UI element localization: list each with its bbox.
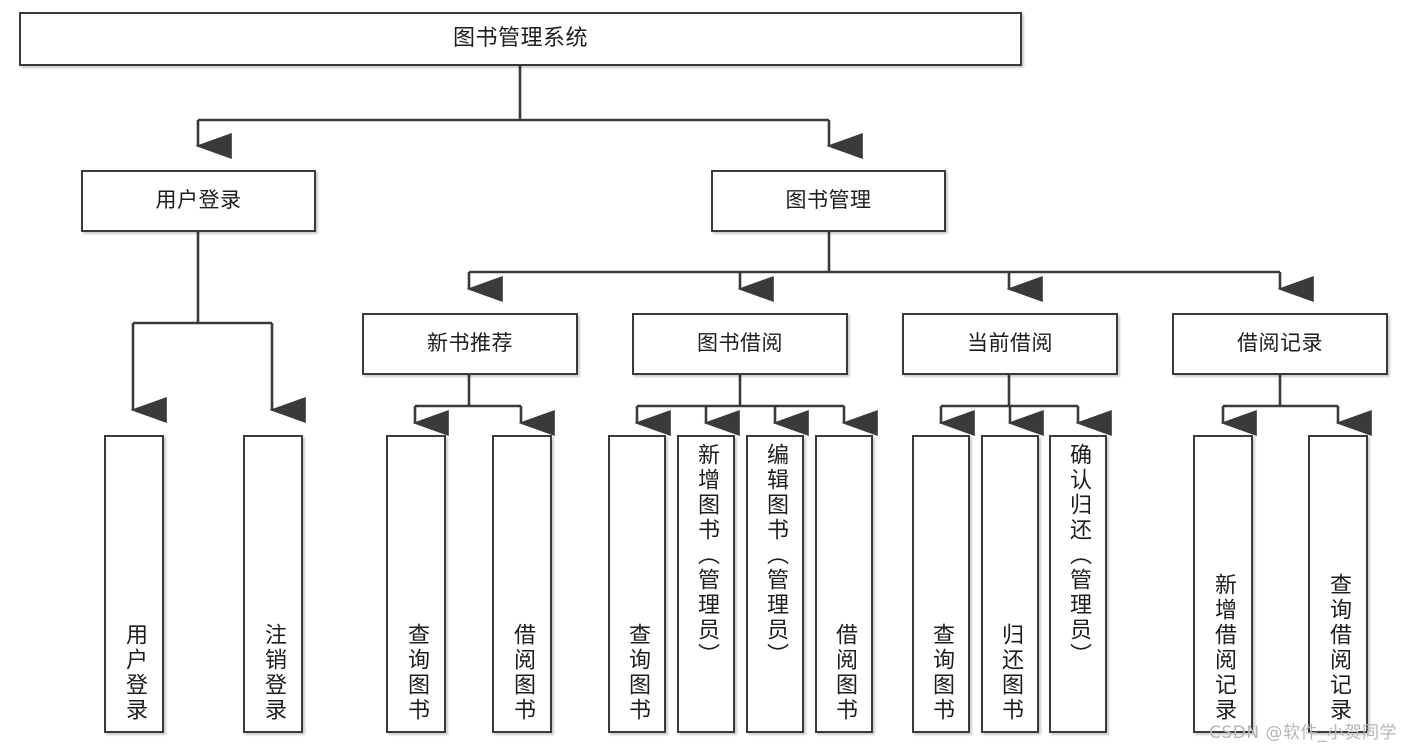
node-leaf-query-book-3[interactable]: 查询图书 [912,435,970,733]
node-leaf-query-book-2-label: 查询图书 [625,623,650,723]
node-borrow-record-label: 借阅记录 [1237,331,1323,356]
node-leaf-query-book-1-label: 查询图书 [404,623,429,723]
node-leaf-user-login-label: 用户登录 [122,623,147,723]
node-leaf-query-book-2[interactable]: 查询图书 [608,435,666,733]
node-book-borrow-label: 图书借阅 [697,331,783,356]
node-user-login[interactable]: 用户登录 [81,170,316,232]
node-leaf-add-book[interactable]: 新增图书（管理员） [677,435,735,733]
node-leaf-query-book-3-label: 查询图书 [929,623,954,723]
csdn-watermark: CSDN @软件_小贺同学 [1209,723,1397,743]
node-borrow-record[interactable]: 借阅记录 [1172,313,1388,375]
node-leaf-add-book-label: 新增图书（管理员） [694,443,719,668]
node-new-book-rec-label: 新书推荐 [427,331,513,356]
node-book-manage[interactable]: 图书管理 [711,170,946,232]
node-current-borrow-label: 当前借阅 [967,331,1053,356]
node-leaf-query-record[interactable]: 查询借阅记录 [1308,435,1368,733]
node-leaf-query-book-1[interactable]: 查询图书 [386,435,446,733]
node-root[interactable]: 图书管理系统 [19,12,1022,66]
node-leaf-return-book[interactable]: 归还图书 [981,435,1039,733]
node-root-label: 图书管理系统 [452,25,588,51]
node-leaf-confirm-return-label: 确认归还（管理员） [1066,443,1091,668]
node-user-login-label: 用户登录 [155,188,242,213]
node-leaf-edit-book-label: 编辑图书（管理员） [763,443,788,668]
node-leaf-return-book-label: 归还图书 [998,623,1023,723]
node-leaf-add-record[interactable]: 新增借阅记录 [1193,435,1253,733]
node-book-borrow[interactable]: 图书借阅 [632,313,848,375]
node-leaf-logout-label: 注销登录 [261,623,286,723]
node-leaf-edit-book[interactable]: 编辑图书（管理员） [746,435,804,733]
node-leaf-borrow-book-2[interactable]: 借阅图书 [815,435,873,733]
node-leaf-borrow-book-1[interactable]: 借阅图书 [492,435,552,733]
node-leaf-add-record-label: 新增借阅记录 [1211,573,1236,723]
node-leaf-borrow-book-1-label: 借阅图书 [510,623,535,723]
node-current-borrow[interactable]: 当前借阅 [902,313,1118,375]
node-leaf-borrow-book-2-label: 借阅图书 [832,623,857,723]
node-leaf-confirm-return[interactable]: 确认归还（管理员） [1049,435,1107,733]
node-book-manage-label: 图书管理 [785,188,872,213]
node-leaf-user-login[interactable]: 用户登录 [104,435,164,733]
node-leaf-logout[interactable]: 注销登录 [243,435,303,733]
node-new-book-rec[interactable]: 新书推荐 [362,313,578,375]
node-leaf-query-record-label: 查询借阅记录 [1326,573,1351,723]
